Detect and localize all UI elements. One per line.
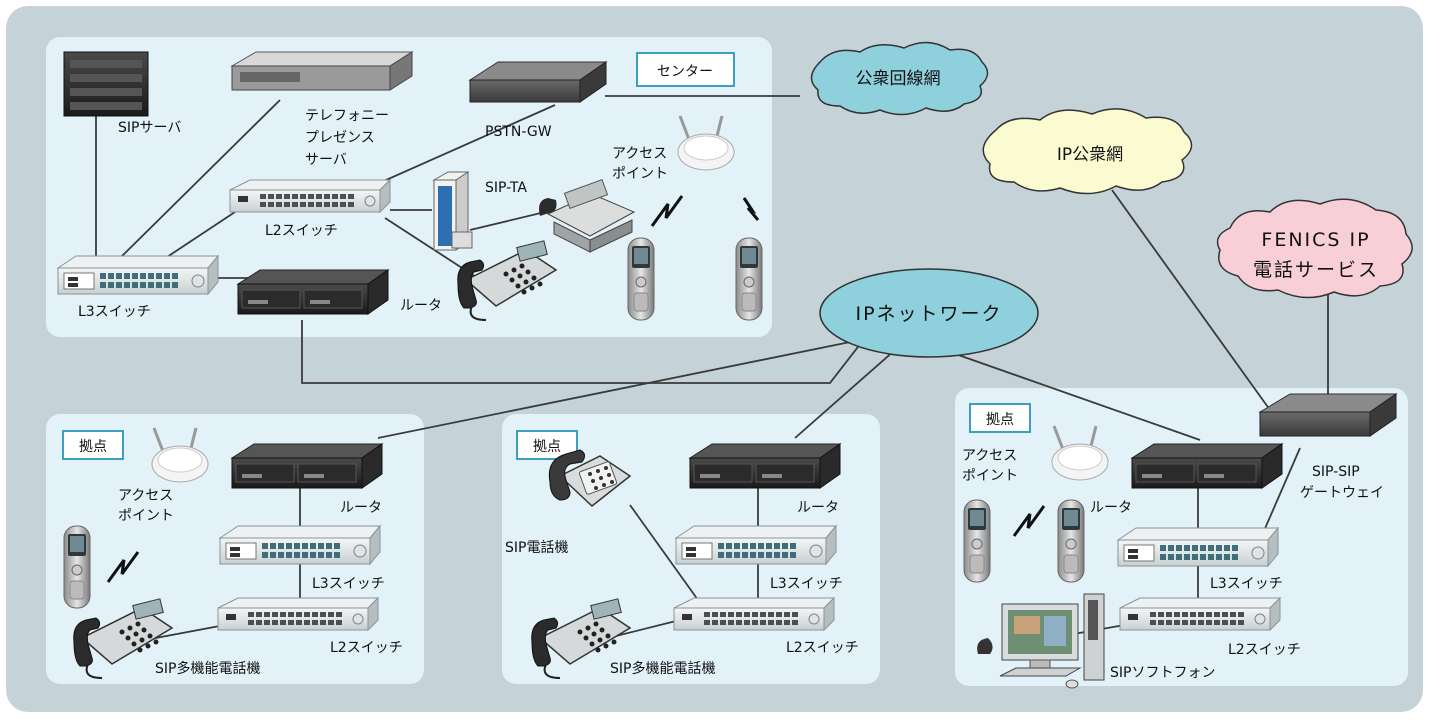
- site2-l3-switch-label: L3スイッチ: [770, 576, 843, 592]
- sip-ta-icon: [432, 171, 473, 251]
- site2-l2-switch-icon: [673, 597, 835, 631]
- site3-l2-switch-icon: [1119, 597, 1281, 631]
- pstn-label: 公衆回線網: [856, 69, 941, 89]
- pstn-gw-icon: [468, 61, 608, 103]
- site2-sip-phone-label: SIP電話機: [505, 539, 568, 556]
- site3-mobile-1-icon: [963, 499, 991, 583]
- site3-mobile-2-icon: [1057, 499, 1085, 583]
- site1-router-icon: [231, 443, 383, 489]
- telephony-label-line1: テレフォニー: [305, 108, 389, 124]
- site1-l3-switch-icon: [219, 525, 381, 565]
- site2-tag-label: 拠点: [533, 439, 561, 455]
- softphone-label: SIPソフトフォン: [1110, 665, 1215, 681]
- site3-ap-label-line2: ポイント: [962, 468, 1018, 484]
- site3-l2-switch-label: L2スイッチ: [1228, 642, 1301, 658]
- site3-l3-switch-icon: [1117, 527, 1279, 567]
- site3-l3-switch-label: L3スイッチ: [1210, 576, 1283, 592]
- site3-ap-label-line1: アクセス: [962, 448, 1017, 464]
- site3-router-label: ルータ: [1090, 500, 1132, 516]
- center-l3-switch-icon: [57, 255, 219, 295]
- site1-ap-label-line1: アクセス: [118, 488, 173, 504]
- center-ap-label-line2: ポイント: [612, 166, 668, 182]
- ip-network-cloud: IPネットワーク: [819, 268, 1039, 358]
- site1-l2-switch-label: L2スイッチ: [330, 640, 403, 656]
- site1-multi-phone-label: SIP多機能電話機: [155, 660, 260, 677]
- telephony-server-icon: [230, 51, 414, 91]
- sip-server-icon: [63, 51, 149, 117]
- softphone-pc-icon: [977, 593, 1105, 689]
- center-l2-switch-icon: [229, 179, 391, 213]
- sip-gateway-icon: [1258, 393, 1398, 437]
- site2-router-icon: [689, 443, 841, 489]
- center-panel: [46, 37, 772, 337]
- fenics-label-line1: FENICS IP: [1261, 229, 1370, 251]
- ip-network-label: IPネットワーク: [855, 303, 1002, 325]
- center-tag: センター: [636, 52, 735, 87]
- sip-ta-label: SIP-TA: [485, 180, 527, 196]
- site2-multi-phone-label: SIP多機能電話機: [610, 660, 715, 677]
- wireless-signal-marks: [106, 195, 1046, 583]
- center-l3-switch-label: L3スイッチ: [78, 304, 151, 320]
- center-router-icon: [237, 269, 389, 315]
- site1-tag-label: 拠点: [79, 439, 107, 455]
- site1-l2-switch-icon: [217, 597, 379, 631]
- fax-icon: [539, 179, 636, 253]
- center-router-label: ルータ: [400, 298, 442, 314]
- telephony-label-line2: プレゼンス: [305, 130, 375, 146]
- center-mobile-2-icon: [735, 237, 763, 321]
- center-ap-label-line1: アクセス: [612, 146, 667, 162]
- center-tag-label: センター: [657, 64, 713, 80]
- sip-server-label: SIPサーバ: [118, 120, 181, 136]
- fenics-cloud: FENICS IP 電話サービス: [1216, 198, 1413, 299]
- pstn-cloud: 公衆回線網: [810, 41, 989, 116]
- gateway-label-line2: ゲートウェイ: [1300, 485, 1384, 501]
- site2-l3-switch-icon: [675, 525, 837, 565]
- site1-ap-label-line2: ポイント: [118, 508, 174, 524]
- ip-public-cloud: IP公衆網: [982, 108, 1193, 195]
- gateway-label-line1: SIP-SIP: [1312, 464, 1360, 480]
- site3-tag: 拠点: [969, 403, 1031, 433]
- ip-public-label: IP公衆網: [1057, 145, 1123, 165]
- connection-lines: [95, 92, 1329, 641]
- site2-l2-switch-label: L2スイッチ: [786, 640, 859, 656]
- site3-router-icon: [1131, 443, 1283, 489]
- telephony-label-line3: サーバ: [305, 152, 347, 168]
- fenics-label-line2: 電話サービス: [1253, 259, 1379, 281]
- site2-router-label: ルータ: [797, 500, 839, 516]
- site1-router-label: ルータ: [340, 500, 382, 516]
- pstn-gw-label: PSTN-GW: [485, 124, 552, 140]
- site3-tag-label: 拠点: [986, 412, 1014, 428]
- center-mobile-1-icon: [627, 237, 655, 321]
- center-l2-switch-label: L2スイッチ: [265, 223, 338, 239]
- site1-tag: 拠点: [62, 430, 124, 460]
- site1-l3-switch-label: L3スイッチ: [312, 576, 385, 592]
- site1-mobile-icon: [63, 525, 91, 609]
